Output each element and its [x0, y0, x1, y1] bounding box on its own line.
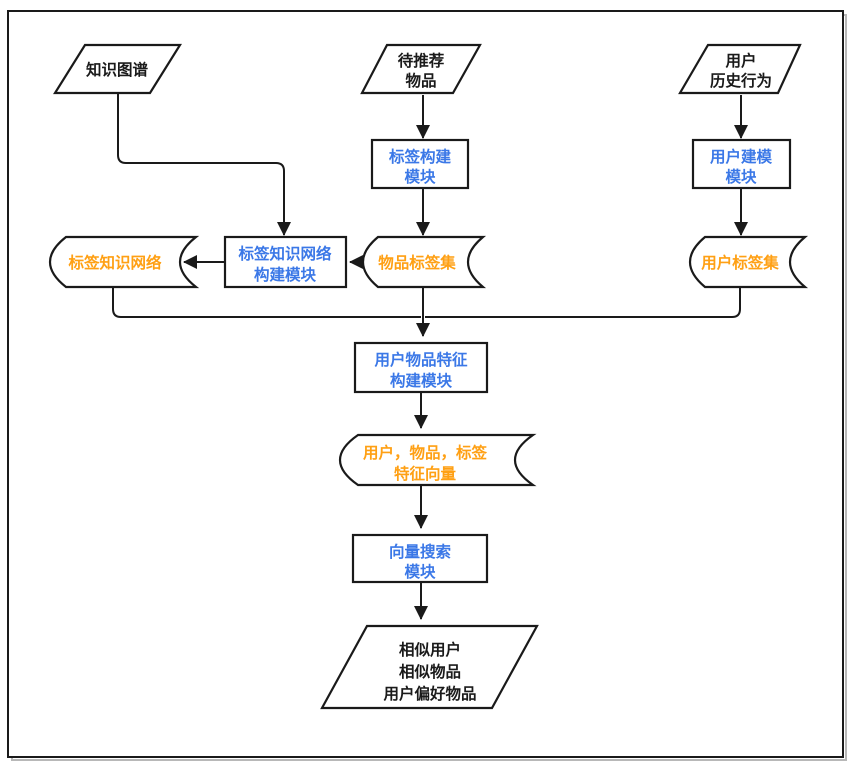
node-items-to-recommend: 待推荐 物品	[360, 43, 482, 95]
rect-shape	[691, 138, 792, 190]
node-label-line1: 用户物品特征	[374, 350, 468, 369]
connector-kg-to-networkbuild	[117, 93, 291, 236]
stored-data-shape	[49, 235, 200, 289]
node-label-line1: 标签构建	[388, 147, 452, 166]
node-label-line2: 构建模块	[390, 371, 453, 390]
node-label-line2: 模块	[725, 167, 757, 186]
node-user-history: 用户 历史行为	[678, 43, 802, 95]
node-tag-network-build-module: 标签知识网络 构建模块	[223, 235, 348, 289]
node-label-line1: 用户	[725, 51, 756, 70]
node-vector-search-module: 向量搜索 模块	[351, 533, 489, 584]
node-label-line3: 用户偏好物品	[383, 684, 476, 703]
parallelogram-shape	[53, 43, 182, 95]
node-label-line1: 向量搜索	[389, 542, 451, 561]
node-label: 用户标签集	[701, 253, 779, 272]
node-tag-build-module: 标签构建 模块	[370, 138, 470, 190]
stored-data-shape	[689, 235, 809, 289]
node-label-line1: 待推荐	[398, 51, 445, 70]
rect-shape	[370, 138, 470, 190]
node-user-modeling-module: 用户建模 模块	[691, 138, 792, 190]
rect-shape	[351, 533, 489, 584]
node-label-line2: 物品	[405, 71, 436, 90]
node-item-tag-set: 物品标签集	[362, 235, 487, 289]
node-label-line2: 构建模块	[254, 265, 317, 284]
connector-usertags-to-junction	[425, 287, 741, 318]
node-label: 标签知识网络	[67, 253, 162, 272]
node-user-tag-set: 用户标签集	[689, 235, 809, 289]
node-tag-knowledge-network: 标签知识网络	[49, 235, 200, 289]
parallelogram-shape	[678, 43, 802, 95]
connector-tagnetwork-to-junction	[112, 287, 421, 318]
stored-data-shape	[339, 433, 537, 487]
parallelogram-shape	[320, 624, 539, 710]
node-label-line1: 用户，物品，标签	[363, 443, 488, 462]
node-output-results: 相似用户 相似物品 用户偏好物品	[320, 624, 539, 710]
node-user-item-feature-module: 用户物品特征 构建模块	[353, 341, 489, 394]
node-knowledge-graph: 知识图谱	[53, 43, 182, 95]
rect-shape	[353, 341, 489, 394]
stored-data-shape	[362, 235, 487, 289]
node-label-line2: 特征向量	[394, 464, 457, 483]
node-label-line1: 用户建模	[710, 147, 773, 166]
rect-shape	[223, 235, 348, 289]
node-label-line2: 模块	[404, 167, 436, 186]
node-label-line2: 历史行为	[710, 71, 772, 90]
node-label-line2: 模块	[404, 562, 436, 581]
node-label: 知识图谱	[86, 60, 149, 79]
node-label-line2: 相似物品	[399, 662, 461, 681]
node-feature-vectors: 用户，物品，标签 特征向量	[339, 433, 537, 487]
node-label-line1: 相似用户	[399, 640, 461, 659]
node-label: 物品标签集	[378, 253, 456, 272]
node-label-line1: 标签知识网络	[237, 244, 332, 263]
parallelogram-shape	[360, 43, 482, 95]
